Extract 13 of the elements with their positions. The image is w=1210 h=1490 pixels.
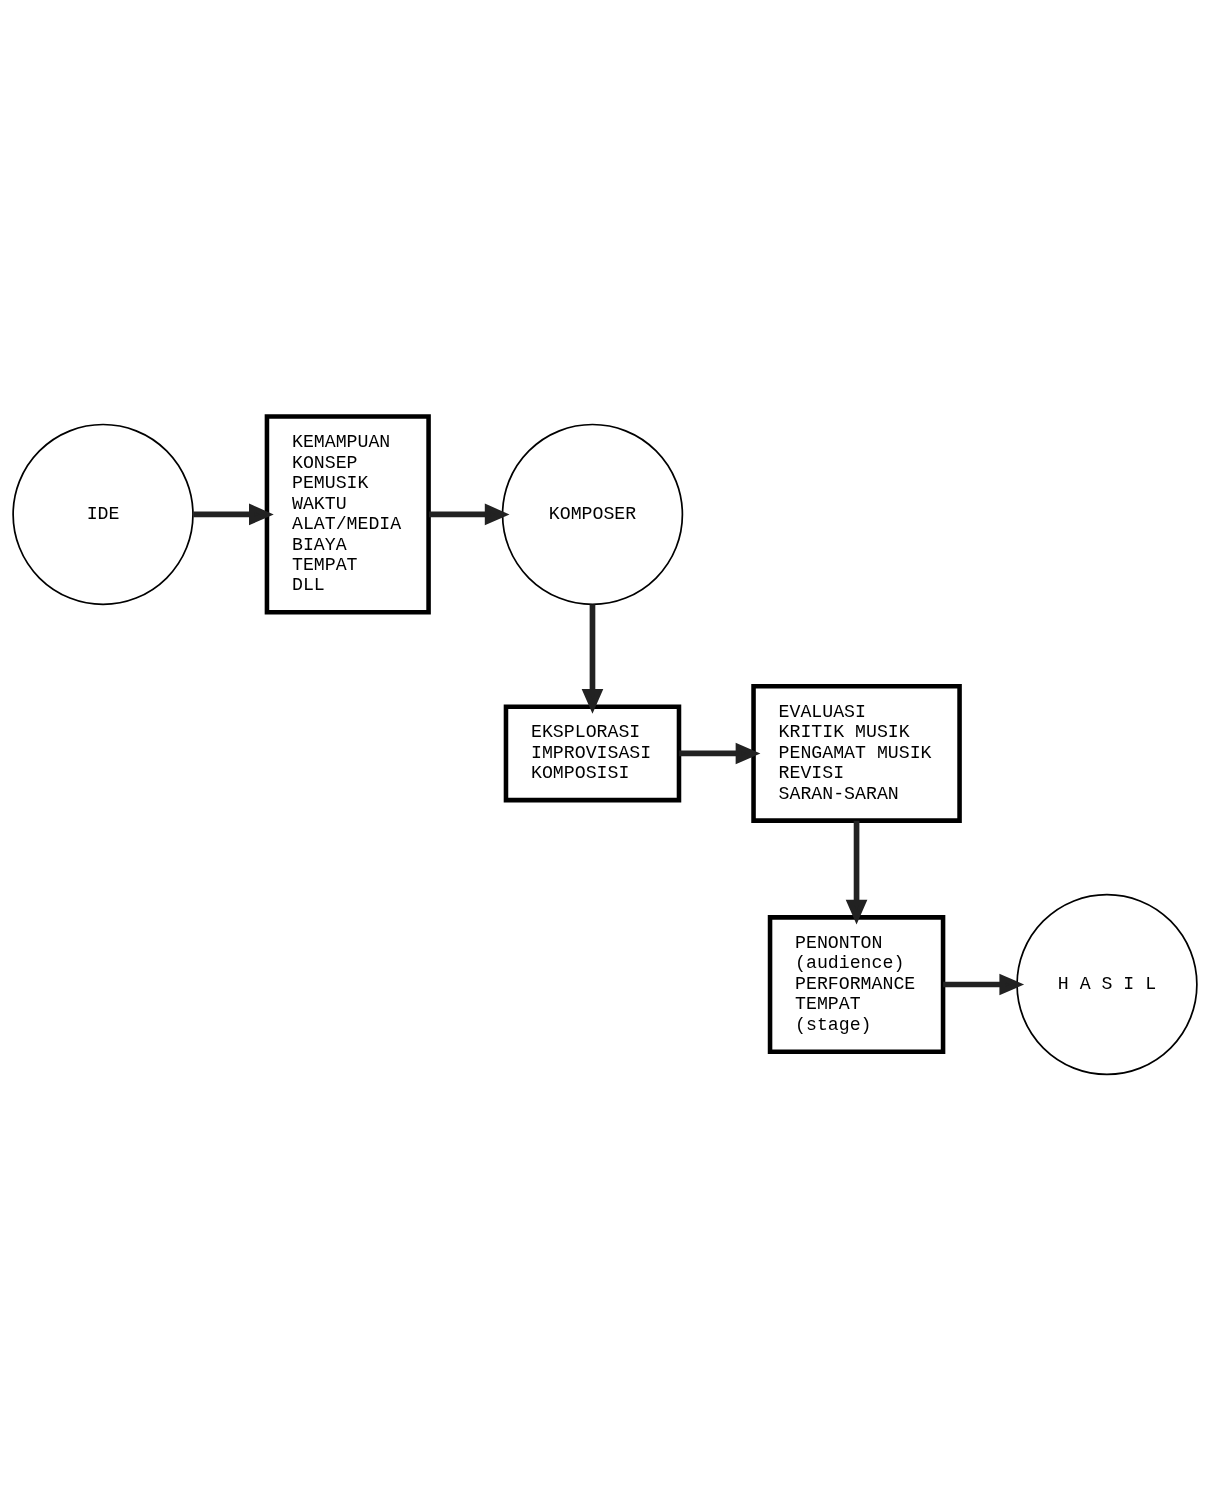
node-circle: KOMPOSER xyxy=(501,423,684,605)
arrow xyxy=(429,503,510,525)
node-box: PENONTON (audience) PERFORMANCE TEMPAT (stage) xyxy=(767,914,946,1054)
node-box: KEMAMPUAN KONSEP PEMUSIK WAKTU ALAT/MEDIA BIAYA TEMPAT DLL xyxy=(264,413,431,615)
arrow xyxy=(679,742,761,764)
arrow xyxy=(845,820,868,924)
node-circle: H A S I L xyxy=(1016,893,1198,1075)
node-box: EKSPLORASI IMPROVISASI KOMPOSISI xyxy=(503,704,682,802)
node-box: EVALUASI KRITIK MUSIK PENGAMAT MUSIK REVISI SARAN-SARAN xyxy=(751,683,962,823)
node-circle: IDE xyxy=(12,423,194,605)
arrow xyxy=(581,603,604,714)
arrow xyxy=(193,503,274,525)
arrow xyxy=(943,973,1025,995)
